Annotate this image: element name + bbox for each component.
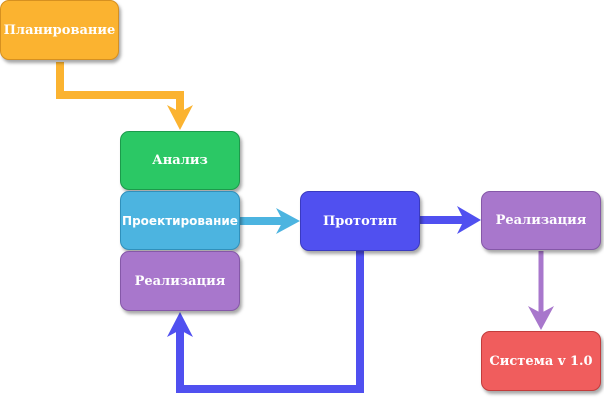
node-analysis-label: Анализ — [152, 153, 208, 168]
arrowhead-prototype-to-implementation — [457, 206, 481, 234]
node-planning: Планирование — [0, 0, 119, 60]
node-prototype: Прототип — [300, 191, 420, 251]
node-implementation-1: Реализация — [120, 251, 240, 311]
arrowhead-implementation-to-system — [528, 306, 554, 330]
arrowhead-prototype-loop-back — [167, 312, 193, 337]
node-analysis: Анализ — [120, 131, 240, 190]
arrow-planning-to-analysis — [56, 62, 184, 112]
arrowhead-planning-to-analysis — [167, 105, 193, 130]
node-system-label: Система v 1.0 — [489, 353, 593, 369]
arrow-prototype-loop-back — [176, 251, 364, 393]
node-design: Проектирование — [120, 191, 240, 250]
node-system: Система v 1.0 — [481, 331, 601, 391]
node-planning-label: Планирование — [3, 22, 116, 38]
node-implementation-1-label: Реализация — [134, 273, 226, 289]
arrowhead-design-to-prototype — [276, 208, 300, 234]
node-implementation-2: Реализация — [481, 191, 601, 250]
node-prototype-label: Прототип — [323, 213, 397, 229]
node-design-label: Проектирование — [122, 213, 238, 228]
node-implementation-2-label: Реализация — [495, 213, 587, 228]
